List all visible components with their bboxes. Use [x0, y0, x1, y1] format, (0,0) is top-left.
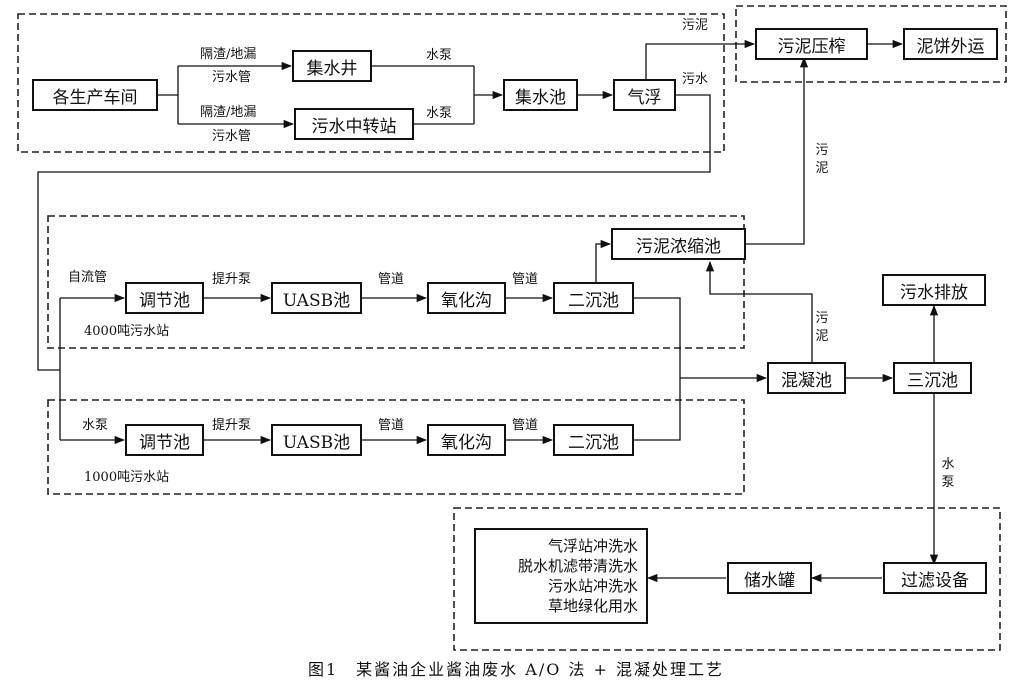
- node-transfer-station: 污水中转站: [294, 108, 414, 140]
- label-station-1000: 1000吨污水站: [84, 470, 170, 485]
- line-thickener-to-press: [746, 56, 809, 245]
- node-sump-well: 集水井: [292, 50, 372, 82]
- node-tertiary-clarifier: 三沉池: [893, 362, 972, 394]
- label-gravity-pipe: 自流管: [68, 270, 108, 285]
- station-1000-group-border: [47, 399, 745, 495]
- line-workshops-fork: [158, 66, 179, 124]
- node-reuse-list: 气浮站冲洗水 脱水机滤带清洗水 污水站冲洗水 草地绿化用水: [474, 528, 648, 624]
- reuse-item: 污水站冲洗水: [547, 577, 638, 595]
- reuse-item: 草地绿化用水: [547, 597, 638, 615]
- node-uasb-4000: UASB池: [271, 282, 362, 314]
- node-storage-tank: 储水罐: [727, 562, 812, 594]
- label-sludge-vertical-mid: 污泥: [815, 143, 829, 176]
- label-sewer-pipe-lower: 污水管: [212, 129, 252, 144]
- label-sludge-vertical-coag: 污泥: [815, 311, 829, 344]
- line-flotation-sewage: [37, 94, 711, 371]
- label-sewage-right: 污水: [682, 72, 709, 87]
- line-clarifier-a-out: [634, 297, 681, 378]
- label-pipe-1000-2: 管道: [512, 418, 539, 433]
- line-coag-sludge-to-thickener: [705, 260, 813, 362]
- figure-caption: 图1 某酱油企业酱油废水 A/O 法 + 混凝处理工艺: [308, 660, 724, 679]
- label-grit-leak-lower: 隔渣/地漏: [200, 105, 257, 120]
- node-oxidation-ditch-1000: 氧化沟: [427, 424, 506, 456]
- station-4000-group-border: [47, 215, 745, 349]
- label-station-4000: 4000吨污水站: [84, 324, 170, 339]
- reuse-item: 气浮站冲洗水: [547, 537, 638, 555]
- node-sludge-press: 污泥压榨: [755, 28, 868, 60]
- label-lift-pump-4000: 提升泵: [212, 272, 252, 287]
- line-clarifier-b-out: [634, 378, 681, 441]
- node-secondary-clarifier-4000: 二沉池: [553, 282, 634, 314]
- node-filter-equipment: 过滤设备: [883, 562, 987, 594]
- label-pipe-4000-1: 管道: [378, 272, 405, 287]
- reuse-item: 脱水机滤带清洗水: [517, 557, 638, 575]
- node-reg-tank-1000: 调节池: [125, 424, 204, 456]
- label-pump-vertical: 水泵: [941, 457, 955, 490]
- node-collection-tank: 集水池: [503, 79, 578, 111]
- node-discharge: 污水排放: [882, 274, 986, 306]
- label-pipe-1000-1: 管道: [378, 418, 405, 433]
- reuse-group-border: [453, 507, 1001, 651]
- node-reg-tank-4000: 调节池: [125, 282, 204, 314]
- label-pump-lower: 水泵: [426, 106, 453, 121]
- node-workshops: 各生产车间: [32, 79, 158, 111]
- node-cake-out: 泥饼外运: [903, 28, 998, 60]
- label-sludge-top: 污泥: [682, 18, 709, 33]
- line-clarifier-a-to-thickener: [595, 239, 612, 282]
- label-grit-leak-upper: 隔渣/地漏: [200, 47, 257, 62]
- node-sludge-thickener: 污泥浓缩池: [611, 228, 746, 260]
- node-oxidation-ditch-4000: 氧化沟: [427, 282, 506, 314]
- label-sewer-pipe-upper: 污水管: [212, 70, 252, 85]
- label-pump-1000: 水泵: [82, 418, 109, 433]
- node-secondary-clarifier-1000: 二沉池: [553, 424, 634, 456]
- label-lift-pump-1000: 提升泵: [212, 418, 252, 433]
- line-flotation-sludge: [645, 39, 756, 79]
- label-pipe-4000-2: 管道: [512, 272, 539, 287]
- node-air-flotation: 气浮: [613, 79, 676, 111]
- pretreatment-group-border: [17, 13, 725, 153]
- label-pump-upper: 水泵: [426, 48, 453, 63]
- node-coagulation-tank: 混凝池: [767, 362, 846, 394]
- node-uasb-1000: UASB池: [271, 424, 362, 456]
